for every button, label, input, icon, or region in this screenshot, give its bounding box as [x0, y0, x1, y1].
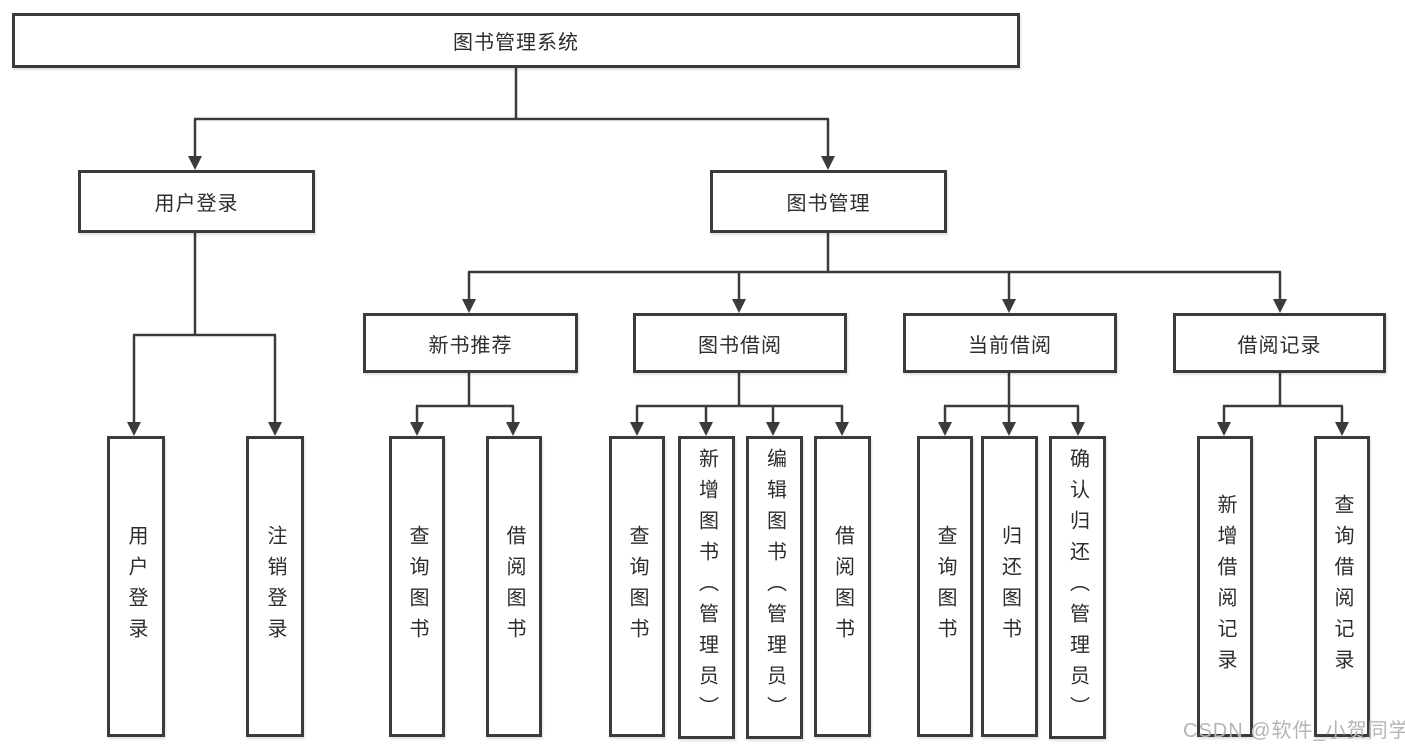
connector-currentborrow-to-leaves [943, 373, 1080, 424]
arrow-down-icon [1273, 299, 1287, 313]
leaf-query-books-newrec: 查询图书 [389, 436, 445, 737]
arrowheads [127, 156, 1349, 436]
leaf-label: 查询借阅记录 [1331, 493, 1353, 680]
leaf-label: 编辑图书（管理员） [763, 448, 786, 727]
leaf-add-borrow-record: 新增借阅记录 [1197, 436, 1253, 737]
leaf-add-book-admin: 新增图书（管理员） [678, 436, 735, 739]
leaf-label: 借阅图书 [503, 524, 525, 649]
leaf-label: 查询图书 [626, 524, 648, 649]
leaf-confirm-return-admin: 确认归还（管理员） [1049, 436, 1106, 739]
arrow-down-icon [732, 299, 746, 313]
arrow-down-icon [699, 422, 713, 436]
leaf-borrow-books-newrec: 借阅图书 [486, 436, 542, 737]
arrow-down-icon [188, 156, 202, 170]
arrow-down-icon [1002, 422, 1016, 436]
leaf-query-borrow-record: 查询借阅记录 [1314, 436, 1370, 737]
leaf-return-book: 归还图书 [981, 436, 1038, 737]
arrow-down-icon [506, 422, 520, 436]
arrow-down-icon [127, 422, 141, 436]
leaf-edit-book-admin: 编辑图书（管理员） [746, 436, 803, 739]
connector-userlogin-to-leaves [132, 233, 277, 424]
leaf-query-books-current: 查询图书 [917, 436, 973, 737]
node-library-management-system: 图书管理系统 [12, 13, 1020, 68]
leaf-label: 归还图书 [998, 524, 1021, 649]
leaf-label: 新增图书（管理员） [695, 448, 718, 727]
arrow-down-icon [1217, 422, 1231, 436]
arrow-down-icon [1071, 422, 1085, 436]
arrow-down-icon [1335, 422, 1349, 436]
leaf-label: 借阅图书 [831, 524, 854, 649]
arrow-down-icon [938, 422, 952, 436]
leaf-borrow-books: 借阅图书 [814, 436, 871, 737]
leaf-label: 新增借阅记录 [1214, 493, 1236, 680]
arrow-down-icon [462, 299, 476, 313]
leaf-logout: 注销登录 [246, 436, 304, 737]
leaf-label: 查询图书 [406, 524, 428, 649]
connector-bookborrow-to-leaves [635, 373, 844, 424]
arrow-down-icon [821, 156, 835, 170]
node-book-management: 图书管理 [710, 170, 947, 233]
node-borrow-records: 借阅记录 [1173, 313, 1386, 373]
arrow-down-icon [410, 422, 424, 436]
csdn-watermark: CSDN @软件_小贺同学 [1183, 720, 1405, 742]
leaf-label: 查询图书 [934, 524, 956, 649]
connector-bookmgmt-to-level3 [467, 233, 1282, 301]
arrow-down-icon [766, 422, 780, 436]
node-new-book-recommend: 新书推荐 [363, 313, 578, 373]
connector-root-to-level2 [193, 68, 830, 158]
leaf-user-login: 用户登录 [107, 436, 165, 737]
node-user-login: 用户登录 [78, 170, 315, 233]
arrow-down-icon [630, 422, 644, 436]
arrow-down-icon [835, 422, 849, 436]
leaf-label: 用户登录 [125, 524, 147, 649]
node-current-borrow: 当前借阅 [903, 313, 1117, 373]
connector-borrowrecords-to-leaves [1222, 373, 1344, 424]
leaf-label: 注销登录 [264, 524, 286, 649]
leaf-label: 确认归还（管理员） [1066, 448, 1089, 727]
arrow-down-icon [1002, 299, 1016, 313]
node-book-borrow: 图书借阅 [633, 313, 847, 373]
arrow-down-icon [268, 422, 282, 436]
connector-newbookrec-to-leaves [415, 373, 515, 424]
leaf-query-books-borrow: 查询图书 [609, 436, 665, 737]
